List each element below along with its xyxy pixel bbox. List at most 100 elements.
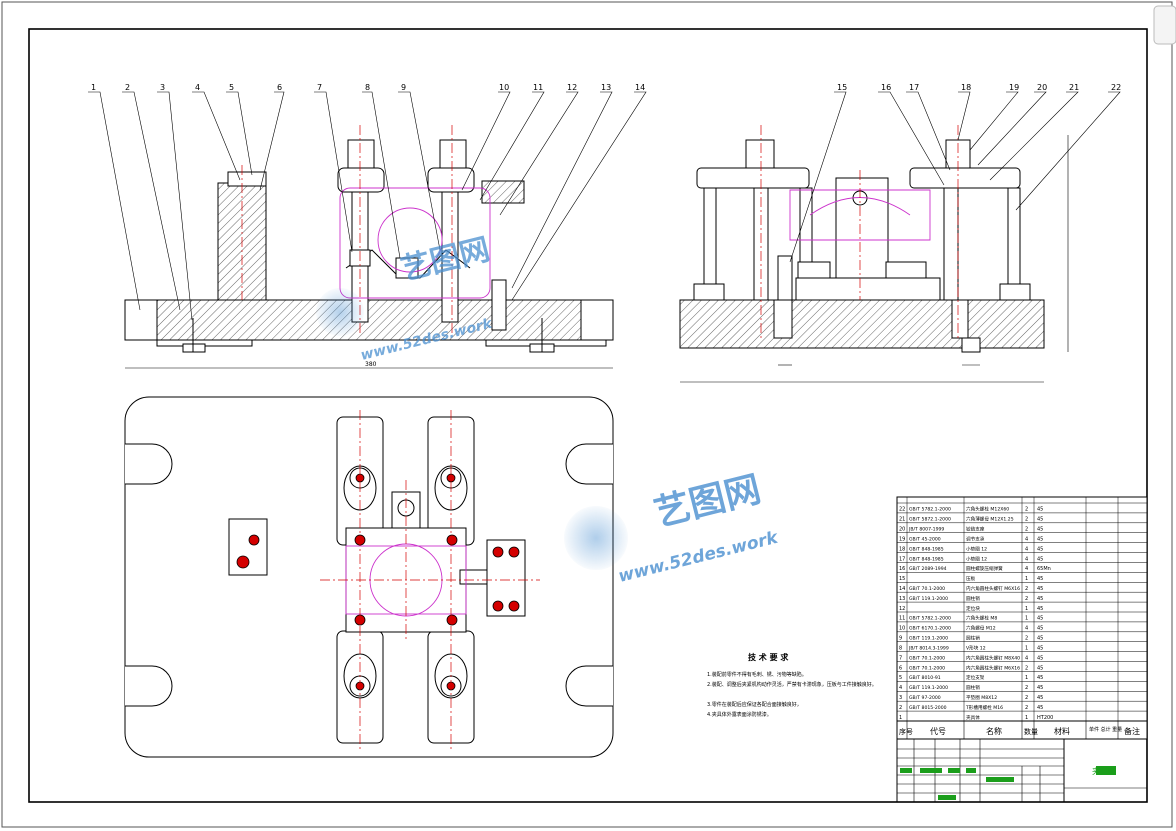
bom-cell-no: 21 xyxy=(899,517,905,523)
bom-cell-qty: 4 xyxy=(1025,655,1028,661)
side-view xyxy=(679,125,1069,383)
bom-cell-no: 12 xyxy=(899,606,905,612)
bom-cell-no: 5 xyxy=(899,675,902,681)
bom-cell-no: 18 xyxy=(899,546,905,552)
bom-header-remark: 备注 xyxy=(1124,726,1140,736)
bom-cell-no: 20 xyxy=(899,527,905,533)
bom-cell-code: GB/T 119.1-2000 xyxy=(909,636,948,642)
bom-cell-name: 定位块 xyxy=(966,605,980,612)
bom-cell-material: 45 xyxy=(1037,586,1043,592)
bom-cell-name: 夹具体 xyxy=(966,714,980,721)
balloon-21: 21 xyxy=(1069,83,1079,92)
bom-cell-code: GB/T 848-1985 xyxy=(909,546,944,552)
bom-cell-name: 圆柱销 xyxy=(966,635,980,642)
bom-header-no: 序号 xyxy=(899,727,913,736)
bom-cell-qty: 2 xyxy=(1025,507,1028,513)
bom-cell-name: 六角头螺栓 M8 xyxy=(966,615,997,622)
bom-cell-code: GB/T 119.1-2000 xyxy=(909,685,948,691)
bom-header-weight: 单件 总计 重量 xyxy=(1089,726,1122,733)
bom-cell-qty: 2 xyxy=(1025,636,1028,642)
front-view: 380 xyxy=(124,125,614,369)
bom-cell-no: 19 xyxy=(899,536,905,542)
bom-cell-name: 内六角圆柱头螺钉 M8X40 xyxy=(966,654,1020,661)
bom-cell-material: 45 xyxy=(1037,636,1043,642)
balloon-6: 6 xyxy=(277,83,282,92)
tech-req-title: 技 术 要 求 xyxy=(748,652,789,662)
bom-cell-name: 调节支承 xyxy=(966,535,985,542)
balloon-9: 9 xyxy=(401,83,406,92)
bom-cell-material: 45 xyxy=(1037,685,1043,691)
bom-cell-qty: 1 xyxy=(1025,576,1028,582)
watermark-url-large: www.52des.work xyxy=(616,527,781,586)
balloon-13: 13 xyxy=(601,83,611,92)
tech-req-line-4: 4.夹具体外露表面涂防锈漆。 xyxy=(707,711,772,718)
side-view-leaders xyxy=(789,91,1121,263)
bom-cell-material: 65Mn xyxy=(1037,566,1051,572)
bom-cell-material: 45 xyxy=(1037,695,1043,701)
bom-cell-name: 六角薄螺母 M12X1.25 xyxy=(966,516,1014,523)
bom-header-material: 材料 xyxy=(1054,726,1070,736)
bom-cell-qty: 2 xyxy=(1025,685,1028,691)
balloon-11: 11 xyxy=(533,83,543,92)
balloon-8: 8 xyxy=(365,83,370,92)
bom-row: 4 GB/T 119.1-2000 圆柱销 2 45 xyxy=(899,684,1043,691)
bom-cell-code: GB/T 5782.1-2000 xyxy=(909,616,951,622)
watermark-brand-large: 艺图网 xyxy=(650,469,765,535)
tech-req-line-2: 2.装配、调整后夹紧机构动作灵活，严禁有卡滞现象，压板与工件接触良好。 xyxy=(707,681,877,688)
balloon-20: 20 xyxy=(1037,83,1047,92)
bom-cell-no: 13 xyxy=(899,596,905,602)
bom-cell-no: 3 xyxy=(899,695,902,701)
bom-cell-name: 定位支架 xyxy=(966,674,985,681)
front-view-balloon-labels: 1 2 3 4 5 6 7 8 9 10 11 12 13 14 xyxy=(91,83,645,92)
bom-cell-name: 圆柱销 xyxy=(966,684,980,691)
bom-cell-code: GB/T 8010-91 xyxy=(909,675,941,681)
bom-cell-material: 45 xyxy=(1037,616,1043,622)
technical-requirements: 技 术 要 求 1.装配前零件不得有毛刺、锈、污物等缺陷。 2.装配、调整后夹紧… xyxy=(707,652,877,718)
bom-cell-qty: 4 xyxy=(1025,556,1028,562)
bom-cell-material: 45 xyxy=(1037,665,1043,671)
balloon-18: 18 xyxy=(961,83,971,92)
bom-cell-material: 45 xyxy=(1037,596,1043,602)
viewer-corner-tab[interactable] xyxy=(1153,5,1176,45)
bom-cell-code: GB/T 848-1985 xyxy=(909,556,944,562)
bom-cell-material: 45 xyxy=(1037,517,1043,523)
balloon-14: 14 xyxy=(635,83,645,92)
bom-cell-code: GB/T 97-2000 xyxy=(909,695,941,701)
balloon-3: 3 xyxy=(160,83,165,92)
balloon-12: 12 xyxy=(567,83,577,92)
bom-cell-code: JB/T 8007-1999 xyxy=(908,527,944,533)
bom-cell-qty: 2 xyxy=(1025,527,1028,533)
balloon-7: 7 xyxy=(317,83,322,92)
balloon-22: 22 xyxy=(1111,83,1121,92)
bom-cell-qty: 1 xyxy=(1025,645,1028,651)
bom-cell-no: 15 xyxy=(899,576,905,582)
tech-req-line-3: 3.零件在装配后应保证各配合面接触良好， xyxy=(707,701,802,708)
bom-cell-material: 45 xyxy=(1037,655,1043,661)
bom-cell-no: 8 xyxy=(899,645,902,651)
bom-cell-name: 内六角圆柱头螺钉 M6X16 xyxy=(966,664,1020,671)
bom-cell-no: 2 xyxy=(899,705,902,711)
bom-cell-no: 4 xyxy=(899,685,902,691)
bom-header-code: 代号 xyxy=(930,726,946,736)
balloon-16: 16 xyxy=(881,83,891,92)
bom-cell-name: 六角螺母 M12 xyxy=(966,625,996,632)
bom-cell-code: GB/T 70.1-2000 xyxy=(909,655,945,661)
bom-cell-code: GB/T 8015-2000 xyxy=(909,705,947,711)
tech-req-line-1: 1.装配前零件不得有毛刺、锈、污物等缺陷。 xyxy=(707,671,807,678)
bom-cell-name: 压板 xyxy=(966,575,976,582)
bom-cell-no: 22 xyxy=(899,507,905,513)
